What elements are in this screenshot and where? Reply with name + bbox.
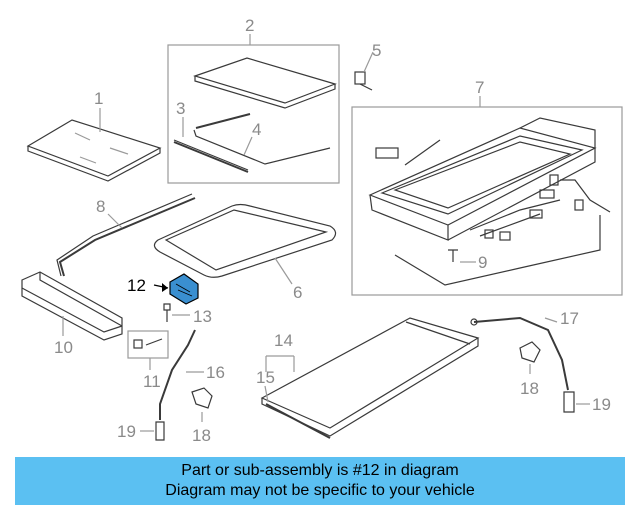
part-12-motor: 12 [127, 273, 199, 305]
box-11 [127, 330, 169, 359]
label-18b: 18 [520, 379, 539, 398]
part-10-deflector: 10 [21, 271, 123, 357]
label-13: 13 [193, 307, 212, 326]
part-16-hose: 16 19 [117, 329, 225, 441]
part-18a-clip: 18 [191, 387, 213, 445]
label-11: 11 [143, 372, 161, 391]
label-7: 7 [475, 78, 484, 97]
part-14-shade: 14 15 [256, 317, 480, 439]
part-8-seal: 8 [56, 193, 196, 277]
parts-diagram: 1 2 3 4 5 7 [21, 16, 623, 445]
banner-line-1: Part or sub-assembly is #12 in diagram [181, 462, 459, 479]
label-12: 12 [127, 276, 146, 295]
label-1: 1 [94, 89, 103, 108]
part-2-group: 2 3 4 [167, 16, 340, 184]
part-5-bolt: 5 [354, 41, 381, 91]
box-7 [351, 106, 623, 296]
label-17: 17 [560, 309, 579, 328]
part-6-frame: 6 [153, 203, 337, 302]
label-3: 3 [176, 99, 185, 118]
box-2 [167, 44, 340, 184]
label-19b: 19 [592, 395, 611, 414]
label-19a: 19 [117, 422, 136, 441]
label-4: 4 [252, 120, 261, 139]
label-9: 9 [478, 253, 487, 272]
label-6: 6 [293, 283, 302, 302]
label-15: 15 [256, 368, 275, 387]
label-8: 8 [96, 197, 105, 216]
banner-line-2: Diagram may not be specific to your vehi… [165, 482, 475, 499]
label-18a: 18 [192, 426, 211, 445]
part-1-glass: 1 [26, 89, 162, 182]
label-2: 2 [245, 16, 254, 35]
part-13-screw: 13 [163, 303, 212, 326]
label-16: 16 [206, 363, 225, 382]
part-7-group: 7 9 [351, 78, 623, 296]
label-14: 14 [274, 331, 293, 350]
part-17-hose: 17 18 19 [470, 309, 611, 414]
label-10: 10 [54, 338, 73, 357]
info-banner: Part or sub-assembly is #12 in diagram D… [15, 457, 625, 505]
label-5: 5 [372, 41, 381, 60]
part-11-group: 11 [127, 330, 169, 391]
